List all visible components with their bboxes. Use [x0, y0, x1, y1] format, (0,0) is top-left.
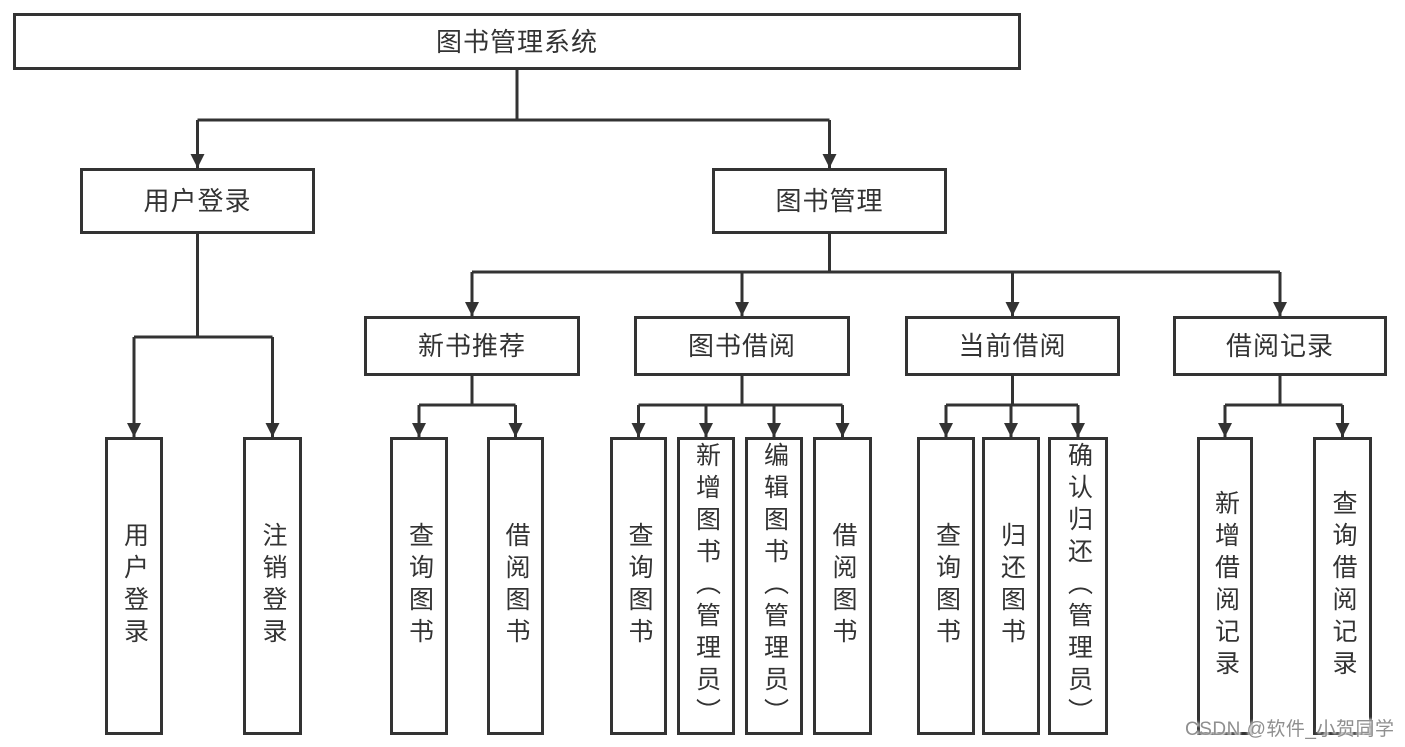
node-book-management: 图书管理	[712, 168, 947, 234]
csdn-watermark: CSDN @软件_小贺同学	[1185, 719, 1395, 740]
node-new-book-recommend: 新书推荐	[364, 316, 580, 376]
leaf-add-books-admin: 新增图书（管理员）	[677, 437, 735, 735]
leaf-query-borrow-record: 查询借阅记录	[1313, 437, 1372, 735]
node-user-login: 用户登录	[80, 168, 315, 234]
leaf-confirm-return-admin: 确认归还（管理员）	[1048, 437, 1108, 735]
node-root-library-system: 图书管理系统	[13, 13, 1021, 70]
leaf-query-books-3: 查询图书	[917, 437, 975, 735]
node-book-borrowing: 图书借阅	[634, 316, 850, 376]
leaf-query-books-2: 查询图书	[610, 437, 667, 735]
leaf-query-books-1: 查询图书	[390, 437, 448, 735]
leaf-borrow-books-1: 借阅图书	[487, 437, 544, 735]
leaf-logout: 注销登录	[243, 437, 302, 735]
node-borrow-records: 借阅记录	[1173, 316, 1387, 376]
node-current-borrowing: 当前借阅	[905, 316, 1120, 376]
leaf-return-books: 归还图书	[982, 437, 1040, 735]
leaf-borrow-books-2: 借阅图书	[813, 437, 872, 735]
leaf-user-login: 用户登录	[105, 437, 163, 735]
leaf-edit-books-admin: 编辑图书（管理员）	[745, 437, 803, 735]
leaf-add-borrow-record: 新增借阅记录	[1197, 437, 1253, 735]
